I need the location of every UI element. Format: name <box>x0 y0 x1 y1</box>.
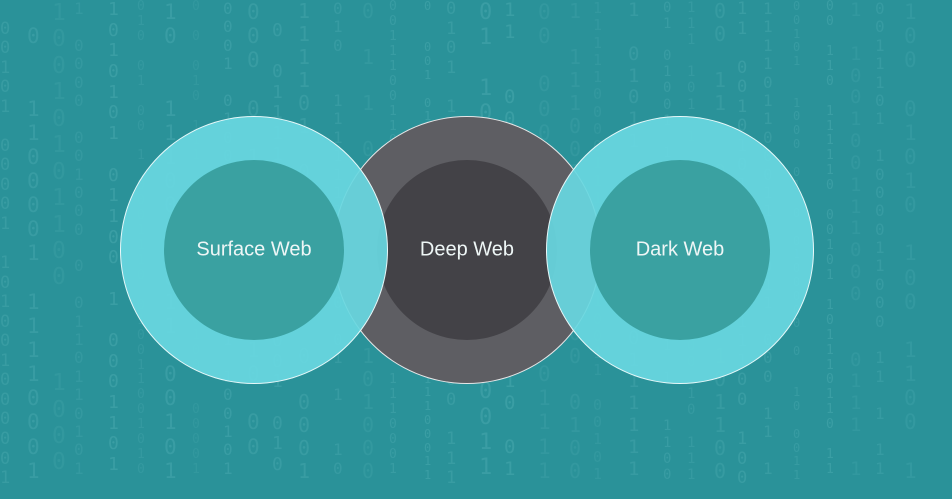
deep-web-label: Deep Web <box>419 238 515 261</box>
surface-web-circle: Surface Web <box>120 116 388 384</box>
deep-web-core <box>377 160 557 340</box>
binary-column: 1 0 0 1 0 1 0 1 1 0 0 1 0 0 0 <box>52 0 66 476</box>
dark-web-core <box>590 160 770 340</box>
surface-web-label: Surface Web <box>196 238 312 261</box>
binary-column: 1 0 0 0 1 0 1 0 1 0 0 1 1 0 0 1 <box>904 0 917 483</box>
binary-column: 1 0 0 0 0 0 0 1 0 0 0 0 0 1 1 0 1 1 0 1 … <box>74 0 84 478</box>
binary-column: 0 1 1 0 0 0 0 1 1 1 1 1 0 0 0 1 <box>27 24 40 483</box>
binary-column: 1 1 0 0 1 0 0 1 1 1 0 0 0 0 1 1 1 1 <box>850 0 862 480</box>
dark-web-circle: Dark Web <box>546 116 814 384</box>
binary-column: 0 0 1 1 0 1 1 1 1 1 0 0 0 1 0 1 1 0 1 1 … <box>826 0 834 478</box>
binary-column: 0 0 1 0 1 0 0 0 0 1 1 0 1 0 0 1 0 0 0 0 … <box>0 18 11 489</box>
binary-column: 0 0 1 1 1 0 1 1 0 0 0 0 1 1 0 0 0 1 1 1 … <box>875 0 885 478</box>
surface-web-core <box>164 160 344 340</box>
dark-web-label: Dark Web <box>635 238 725 261</box>
binary-column: 1 0 1 0 1 0 1 0 1 1 0 0 1 0 0 0 1 1 0 1 <box>108 0 119 476</box>
